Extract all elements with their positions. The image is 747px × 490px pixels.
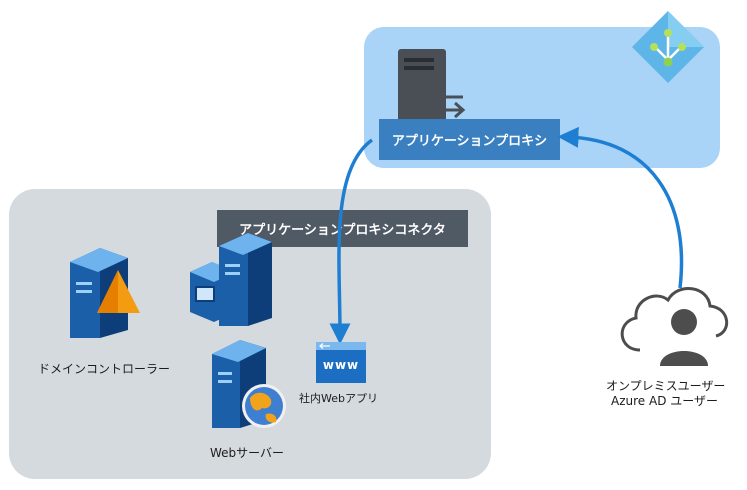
internal-web-app-caption: 社内Webアプリ — [299, 392, 378, 405]
onprem-user-caption: オンプレミスユーザー — [606, 379, 726, 393]
user-to-proxy-arrow — [557, 126, 684, 289]
domain-controller-caption: ドメインコントローラー — [38, 362, 171, 376]
proxy-to-webapp-arrow — [329, 138, 374, 345]
web-app-www-text: www — [322, 358, 360, 372]
azure-ad-user-caption: Azure AD ユーザー — [611, 394, 719, 408]
web-server-caption: Webサーバー — [210, 446, 285, 460]
app-proxy-label: アプリケーションプロキシ — [379, 119, 560, 160]
